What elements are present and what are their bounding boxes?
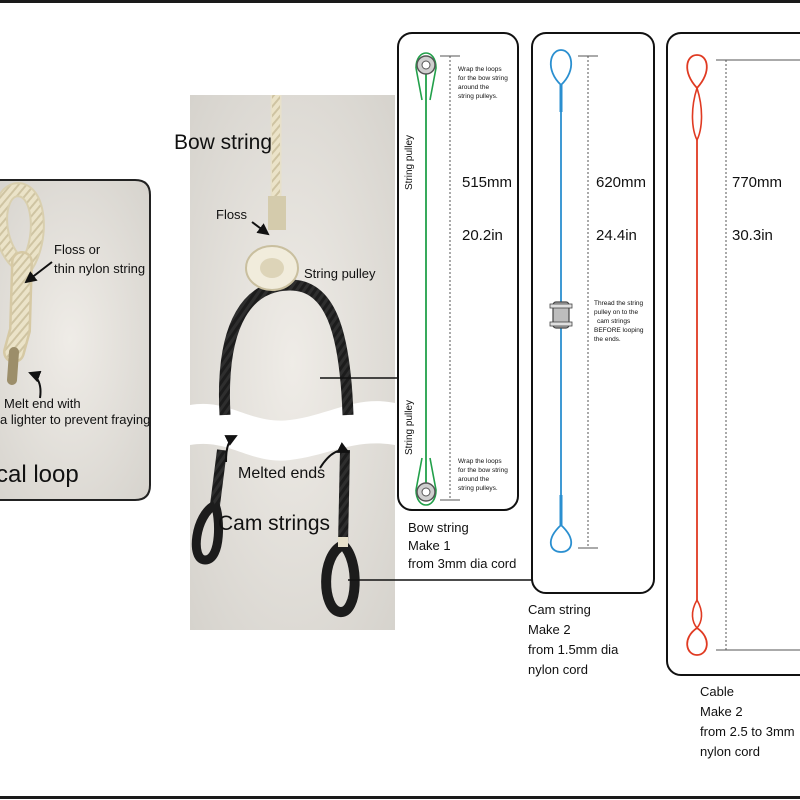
floss-photo-label: Floss (216, 207, 248, 222)
bow-note-top-1: Wrap the loops (458, 66, 502, 73)
cam-caption-3: from 1.5mm dia (528, 642, 619, 657)
bow-caption-3: from 3mm dia cord (408, 556, 516, 571)
cable-panel: 770mm 30.3in (666, 32, 800, 676)
rope-eye-loop (0, 182, 45, 385)
cam-note-5: the ends. (594, 336, 621, 343)
cam-caption-1: Cam string (528, 602, 591, 617)
cam-length-in: 24.4in (596, 227, 637, 244)
cam-note-4: BEFORE looping (594, 327, 644, 334)
cable-caption-3: from 2.5 to 3mm (700, 724, 795, 739)
bow-string-panel: String pulley String pulley Wrap the loo… (397, 32, 519, 511)
bow-note-top-2: for the bow string (458, 75, 508, 82)
bow-note-bottom-1: Wrap the loops (458, 458, 502, 465)
cam-note-2: pulley on to the (594, 309, 638, 316)
floss-label-line2: thin nylon string (54, 261, 145, 276)
melt-label-line1: Melt end with (4, 396, 81, 411)
bow-note-bottom-3: around the (458, 476, 489, 483)
cam-caption-4: nylon cord (528, 662, 588, 677)
bow-length-in: 20.2in (462, 227, 503, 244)
cable-top-loop (686, 54, 708, 90)
cable-length-mm: 770mm (732, 174, 782, 191)
cam-note-3: cam strings (597, 318, 631, 325)
string-pulley-photo-label: String pulley (304, 266, 376, 281)
cam-strings-photo-label: Cam strings (218, 512, 330, 535)
melted-ends-label: Melted ends (238, 465, 325, 482)
cam-string-panel: 620mm 24.4in Thread the string pulley on… (531, 32, 655, 594)
cam-top-loop (549, 49, 573, 87)
pulley-label-bottom: String pulley (404, 400, 415, 455)
cam-caption-2: Make 2 (528, 622, 571, 637)
bow-length-mm: 515mm (462, 174, 512, 191)
cam-pulley-icon (552, 301, 570, 329)
bow-note-bottom-2: for the bow string (458, 467, 508, 474)
loop-closeup-photo: Floss or thin nylon string Melt end with… (0, 179, 151, 501)
cable-caption-1: Cable (700, 684, 734, 699)
strings-photo: Bow string Floss String pulley Melted en… (174, 95, 395, 630)
cam-length-mm: 620mm (596, 174, 646, 191)
bow-note-bottom-4: string pulleys. (458, 485, 498, 492)
bottom-border (0, 796, 800, 799)
top-border (0, 0, 800, 3)
bow-note-top-4: string pulleys. (458, 93, 498, 100)
cable-caption-4: nylon cord (700, 744, 760, 759)
bow-caption-1: Bow string (408, 520, 469, 535)
melt-label-line2: a lighter to prevent fraying (0, 412, 150, 427)
cable-caption-2: Make 2 (700, 704, 743, 719)
bow-caption-2: Make 1 (408, 538, 451, 553)
cable-bottom-loop (686, 626, 708, 656)
floss-wrap (268, 196, 286, 230)
loop-caption: cal loop (0, 461, 79, 488)
cam-note-1: Thread the string (594, 300, 644, 307)
bow-string-photo-label: Bow string (174, 131, 272, 154)
cable-length-in: 30.3in (732, 227, 773, 244)
pulley-label-top: String pulley (404, 135, 415, 190)
cam-bottom-loop (549, 523, 573, 553)
bow-note-top-3: around the (458, 84, 489, 91)
floss-label-line1: Floss or (54, 242, 101, 257)
